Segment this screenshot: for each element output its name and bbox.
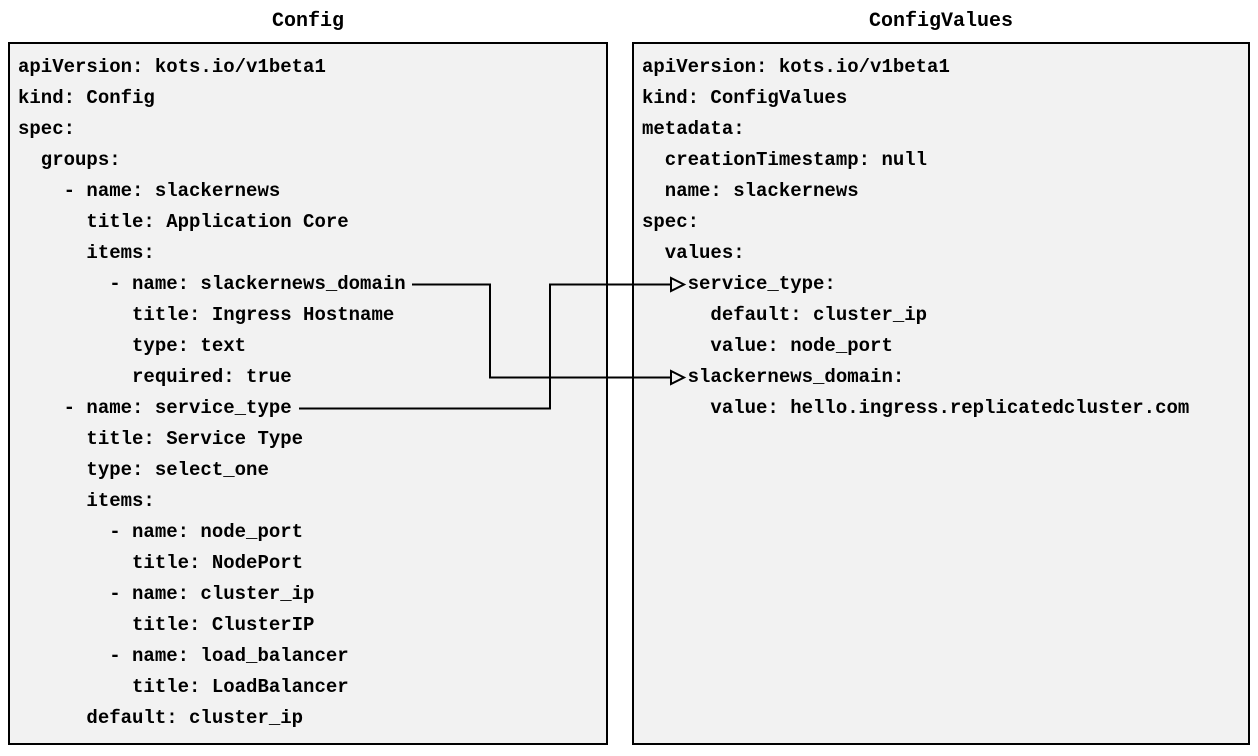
configvalues-yaml-code: apiVersion: kots.io/v1beta1 kind: Config… [642, 56, 1190, 419]
config-panel-title: Config [271, 10, 344, 33]
configvalues-panel: apiVersion: kots.io/v1beta1 kind: Config… [632, 42, 1250, 745]
config-panel: apiVersion: kots.io/v1beta1 kind: Config… [8, 42, 608, 745]
config-yaml-code: apiVersion: kots.io/v1beta1 kind: Config… [18, 56, 406, 729]
configvalues-panel-title: ConfigValues [868, 10, 1014, 33]
